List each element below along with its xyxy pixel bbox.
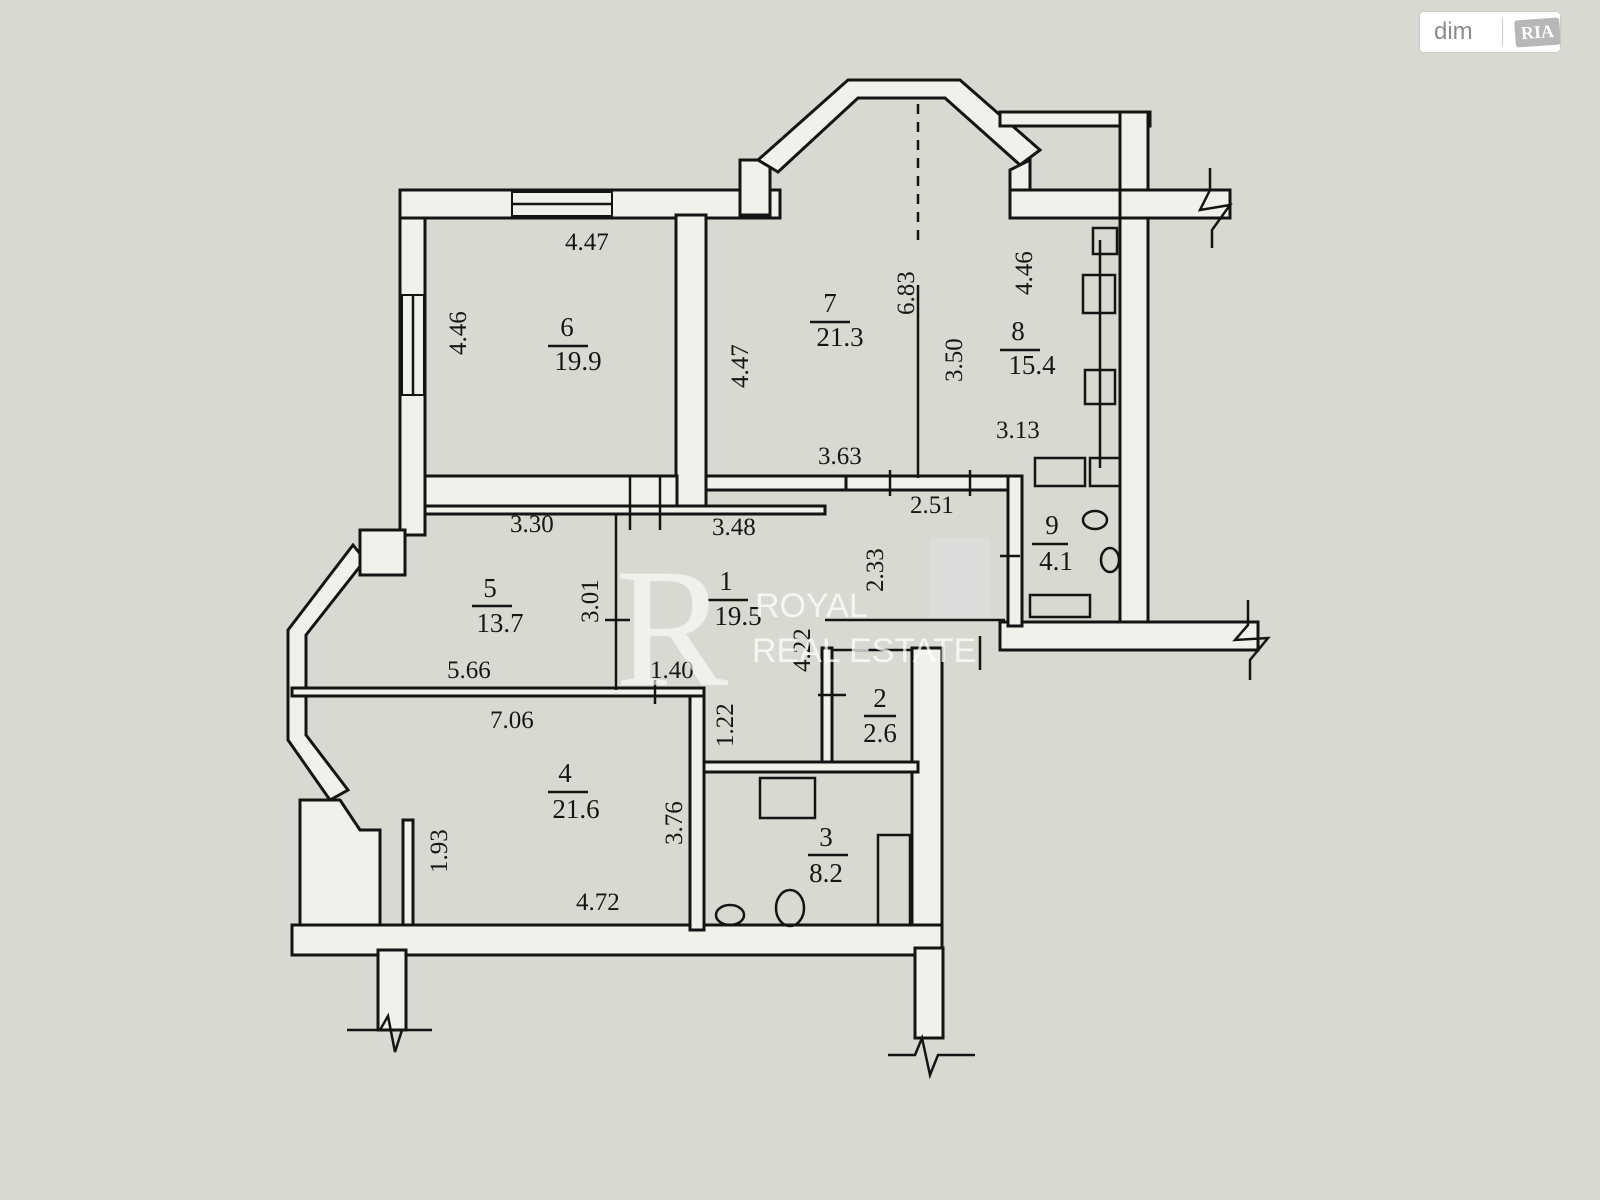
svg-text:3.50: 3.50 bbox=[941, 338, 968, 382]
svg-text:8.2: 8.2 bbox=[809, 858, 843, 888]
sink-icon bbox=[714, 903, 746, 927]
svg-text:1.93: 1.93 bbox=[426, 829, 453, 873]
sink-icon bbox=[1099, 546, 1121, 574]
room-9-label: 9 4.1 bbox=[1032, 510, 1073, 576]
svg-text:2.51: 2.51 bbox=[910, 492, 954, 519]
dim-word: dim bbox=[1434, 18, 1473, 45]
room-4-label: 4 21.6 bbox=[548, 758, 600, 824]
svg-text:15.4: 15.4 bbox=[1008, 350, 1056, 380]
windows bbox=[401, 191, 613, 396]
svg-text:7.06: 7.06 bbox=[490, 707, 534, 734]
svg-text:9: 9 bbox=[1045, 510, 1059, 540]
wall-break-marks bbox=[347, 168, 1271, 1080]
svg-text:6: 6 bbox=[560, 312, 574, 342]
svg-text:4.22: 4.22 bbox=[789, 628, 816, 672]
bathtub-icon bbox=[876, 833, 912, 927]
svg-text:5.66: 5.66 bbox=[447, 657, 491, 684]
hall-shaded-area bbox=[930, 538, 990, 618]
svg-text:6.83: 6.83 bbox=[893, 271, 920, 315]
svg-text:8: 8 bbox=[1011, 316, 1025, 346]
bathtub-icon bbox=[1028, 593, 1092, 619]
svg-text:4.47: 4.47 bbox=[565, 229, 609, 256]
room-labels: 6 19.9 7 21.3 8 15.4 9 4.1 1 19.5 5 13.7 bbox=[472, 288, 1073, 888]
svg-text:4.46: 4.46 bbox=[1011, 251, 1038, 295]
svg-text:1: 1 bbox=[719, 566, 733, 596]
outer-walls bbox=[286, 78, 1260, 1040]
svg-text:2: 2 bbox=[873, 683, 887, 713]
svg-text:19.5: 19.5 bbox=[714, 601, 761, 631]
svg-text:3.01: 3.01 bbox=[577, 579, 604, 623]
sink-icon bbox=[1088, 456, 1122, 488]
svg-text:4: 4 bbox=[558, 758, 572, 788]
svg-text:1.40: 1.40 bbox=[650, 657, 694, 684]
dimension-labels: 4.47 4.46 4.47 6.83 3.63 4.46 3.50 3.13 … bbox=[426, 229, 1040, 916]
svg-text:7: 7 bbox=[823, 288, 837, 318]
svg-text:ROYAL: ROYAL bbox=[755, 587, 868, 625]
room-1-label: 1 19.5 bbox=[708, 566, 762, 631]
room-7-label: 7 21.3 bbox=[810, 288, 864, 352]
bathtub-icon bbox=[1033, 456, 1087, 488]
sink-icon bbox=[1083, 368, 1117, 406]
svg-text:21.6: 21.6 bbox=[552, 794, 599, 824]
toilet-icon bbox=[774, 888, 806, 928]
svg-text:1.22: 1.22 bbox=[712, 703, 739, 747]
room-5-label: 5 13.7 bbox=[472, 573, 524, 638]
watermark-r-icon: R bbox=[615, 534, 729, 722]
svg-text:3.63: 3.63 bbox=[818, 443, 862, 470]
svg-text:4.72: 4.72 bbox=[576, 889, 620, 916]
shaft-icon bbox=[758, 776, 817, 820]
toilet-icon bbox=[1081, 509, 1109, 531]
svg-text:19.9: 19.9 bbox=[554, 346, 601, 376]
svg-text:4.47: 4.47 bbox=[727, 344, 754, 388]
door-marks bbox=[605, 470, 1020, 704]
room-6-label: 6 19.9 bbox=[548, 312, 602, 376]
svg-text:5: 5 bbox=[483, 573, 497, 603]
room-3-label: 3 8.2 bbox=[808, 822, 848, 888]
shaft-icon bbox=[1091, 226, 1119, 256]
svg-text:4.1: 4.1 bbox=[1039, 546, 1073, 576]
svg-text:4.46: 4.46 bbox=[445, 311, 472, 355]
dim-ria-logo[interactable]: dim RIA bbox=[1420, 12, 1561, 52]
svg-text:3.76: 3.76 bbox=[661, 801, 688, 845]
logo-divider bbox=[1502, 18, 1503, 46]
room-8-label: 8 15.4 bbox=[1000, 316, 1056, 380]
svg-text:2.33: 2.33 bbox=[862, 548, 889, 592]
svg-text:3.13: 3.13 bbox=[996, 417, 1040, 444]
svg-text:2.6: 2.6 bbox=[863, 718, 897, 748]
svg-text:13.7: 13.7 bbox=[476, 608, 523, 638]
svg-text:REAL ESTATE: REAL ESTATE bbox=[752, 632, 976, 670]
partitions bbox=[614, 100, 1102, 930]
fixtures bbox=[714, 226, 1122, 928]
svg-text:3.48: 3.48 bbox=[712, 514, 756, 541]
svg-text:3: 3 bbox=[819, 822, 833, 852]
room-2-label: 2 2.6 bbox=[863, 683, 897, 748]
svg-text:3.30: 3.30 bbox=[510, 511, 554, 538]
royal-real-estate-watermark: R ROYAL REAL ESTATE bbox=[615, 534, 976, 722]
ria-logo-icon: RIA bbox=[1514, 16, 1561, 48]
svg-text:21.3: 21.3 bbox=[816, 322, 863, 352]
shower-icon bbox=[1081, 273, 1117, 315]
